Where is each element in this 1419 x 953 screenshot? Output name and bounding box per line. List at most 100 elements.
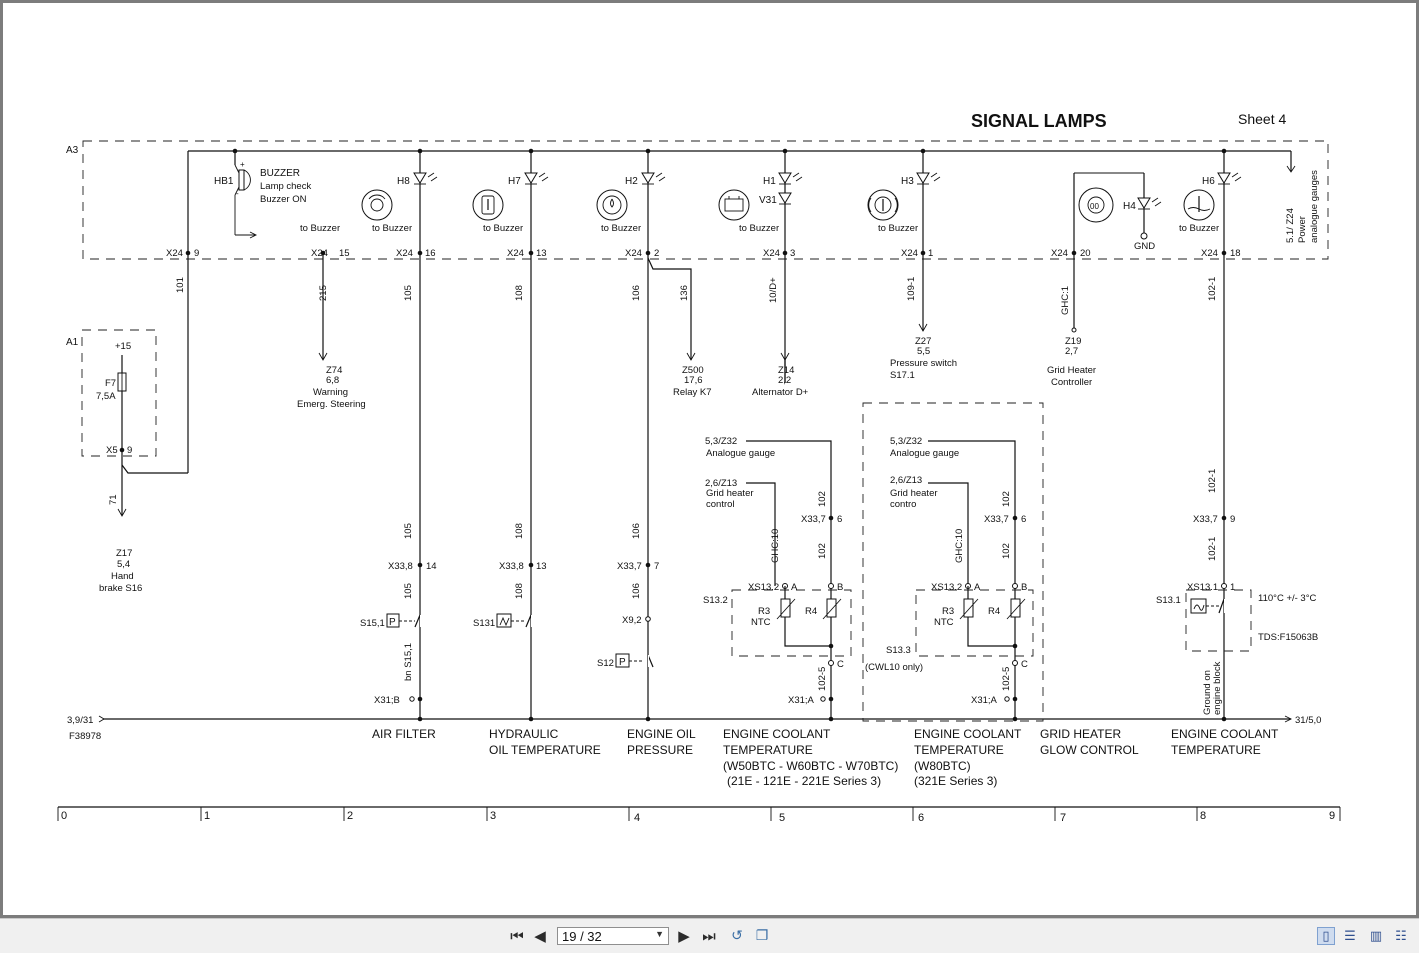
svg-text:S13.2: S13.2 <box>703 595 728 606</box>
svg-text:H3: H3 <box>901 176 914 187</box>
svg-text:108: 108 <box>514 285 525 301</box>
svg-text:Z17: Z17 <box>116 548 132 559</box>
svg-text:XS13.2: XS13.2 <box>931 582 962 593</box>
sheet-label: Sheet 4 <box>1238 111 1286 127</box>
first-page-icon[interactable]: ⏮ <box>510 927 524 945</box>
svg-text:105: 105 <box>403 285 414 301</box>
svg-text:R3: R3 <box>942 606 954 617</box>
switch-s15-1: P <box>386 613 421 628</box>
prev-page-icon[interactable]: ◀ <box>534 927 546 945</box>
svg-text:Z14: Z14 <box>778 365 794 376</box>
svg-text:X31;A: X31;A <box>788 695 815 706</box>
svg-text:2,6/Z13: 2,6/Z13 <box>705 478 737 489</box>
lamp-h6 <box>1217 151 1242 719</box>
document-page: SIGNAL LAMPS Sheet 4 A3 + - HB1 BUZZER L… <box>3 3 1416 915</box>
svg-text:106: 106 <box>631 285 642 301</box>
lamp-h2 <box>641 151 666 719</box>
page-number-select[interactable]: 19 / 32 ▼ <box>557 927 669 945</box>
continuous-view-icon[interactable]: ☰ <box>1344 928 1356 944</box>
svg-text:Ground on: Ground on <box>1202 670 1213 715</box>
svg-text:14: 14 <box>426 561 437 572</box>
svg-text:(W50BTC - W60BTC - W70BTC): (W50BTC - W60BTC - W70BTC) <box>723 759 898 773</box>
svg-text:NTC: NTC <box>751 617 771 628</box>
svg-text:(W80BTC): (W80BTC) <box>914 759 971 773</box>
svg-text:109-1: 109-1 <box>906 277 917 301</box>
svg-text:contro: contro <box>890 499 916 510</box>
svg-text:ENGINE COOLANT: ENGINE COOLANT <box>1171 727 1279 741</box>
svg-text:analogue gauges: analogue gauges <box>1309 170 1320 243</box>
column-ruler: 0 1 2 3 4 5 6 7 8 9 <box>57 806 1341 824</box>
svg-text:Z27: Z27 <box>915 336 931 347</box>
svg-text:7: 7 <box>1060 812 1066 824</box>
svg-text:bn S15,1: bn S15,1 <box>403 643 414 681</box>
svg-text:Alternator D+: Alternator D+ <box>752 387 809 398</box>
svg-text:PRESSURE: PRESSURE <box>627 743 693 757</box>
svg-text:XS13.1: XS13.1 <box>1187 582 1218 593</box>
svg-text:to Buzzer: to Buzzer <box>300 223 340 234</box>
svg-text:5,3/Z32: 5,3/Z32 <box>890 436 922 447</box>
svg-text:7,5A: 7,5A <box>96 391 116 402</box>
svg-text:71: 71 <box>108 494 119 505</box>
svg-text:Grid Heater: Grid Heater <box>1047 365 1096 376</box>
rotate-page-icon[interactable]: ↺ <box>731 928 743 944</box>
svg-text:X33,8: X33,8 <box>499 561 524 572</box>
svg-text:AIR FILTER: AIR FILTER <box>372 727 436 741</box>
svg-text:TDS:F15063B: TDS:F15063B <box>1258 632 1318 643</box>
two-page-continuous-view-icon[interactable]: ☷ <box>1395 928 1407 944</box>
svg-text:Relay K7: Relay K7 <box>673 387 712 398</box>
lamp-h4 <box>1073 172 1162 328</box>
diagram-title: SIGNAL LAMPS <box>971 111 1107 131</box>
svg-text:102-5: 102-5 <box>1001 667 1012 691</box>
svg-text:X33,7: X33,7 <box>984 514 1009 525</box>
svg-text:15: 15 <box>339 248 350 259</box>
svg-text:OIL TEMPERATURE: OIL TEMPERATURE <box>489 743 601 757</box>
copy-page-icon[interactable]: ❐ <box>755 928 769 944</box>
svg-text:X33,7: X33,7 <box>1193 514 1218 525</box>
svg-text:18: 18 <box>1230 248 1241 259</box>
coolant-switch-s13-1 <box>1185 589 1252 652</box>
svg-text:X24: X24 <box>1201 248 1218 259</box>
svg-text:R3: R3 <box>758 606 770 617</box>
svg-text:P: P <box>619 657 626 668</box>
svg-text:X24: X24 <box>763 248 780 259</box>
svg-text:2: 2 <box>347 810 353 822</box>
svg-text:31/5,0: 31/5,0 <box>1295 715 1321 726</box>
svg-text:6: 6 <box>837 514 842 525</box>
svg-text:ENGINE COOLANT: ENGINE COOLANT <box>723 727 831 741</box>
svg-text:6: 6 <box>918 812 924 824</box>
svg-text:H8: H8 <box>397 176 410 187</box>
svg-text:Z19: Z19 <box>1065 336 1081 347</box>
svg-text:V31: V31 <box>759 195 777 206</box>
viewer-toolbar: ⏮ ◀ 19 / 32 ▼ ▶ ⏭ ↺ ❐ ▯ ☰ ▥ ☷ <box>0 918 1419 953</box>
svg-text:X24: X24 <box>166 248 183 259</box>
svg-text:13: 13 <box>536 561 547 572</box>
single-page-view-icon[interactable]: ▯ <box>1317 927 1335 945</box>
svg-text:6,8: 6,8 <box>326 375 339 386</box>
svg-text:S131: S131 <box>473 618 495 629</box>
two-page-view-icon[interactable]: ▥ <box>1369 928 1383 944</box>
svg-text:2,2: 2,2 <box>778 375 791 386</box>
battery-icon <box>718 189 750 221</box>
svg-text:A1: A1 <box>66 337 79 348</box>
svg-text:(21E - 121E - 221E Series 3): (21E - 121E - 221E Series 3) <box>727 774 881 788</box>
svg-text:Analogue gauge: Analogue gauge <box>706 448 775 459</box>
svg-text:H7: H7 <box>508 176 521 187</box>
svg-text:6: 6 <box>1021 514 1026 525</box>
svg-text:S13.1: S13.1 <box>1156 595 1181 606</box>
svg-text:2,7: 2,7 <box>1065 346 1078 357</box>
svg-text:101: 101 <box>175 277 186 293</box>
svg-text:to Buzzer: to Buzzer <box>483 223 523 234</box>
svg-text:108: 108 <box>514 523 525 539</box>
last-page-icon[interactable]: ⏭ <box>702 927 716 945</box>
svg-text:Warning: Warning <box>313 387 348 398</box>
coolant-sensor-s13-3 <box>915 440 1034 719</box>
svg-text:9: 9 <box>127 445 132 456</box>
svg-text:to Buzzer: to Buzzer <box>601 223 641 234</box>
svg-text:brake S16: brake S16 <box>99 583 142 594</box>
svg-text:H1: H1 <box>763 176 776 187</box>
svg-text:ENGINE COOLANT: ENGINE COOLANT <box>914 727 1022 741</box>
next-page-icon[interactable]: ▶ <box>678 927 690 945</box>
svg-text:R4: R4 <box>988 606 1000 617</box>
svg-text:TEMPERATURE: TEMPERATURE <box>1171 743 1261 757</box>
svg-text:X24: X24 <box>901 248 918 259</box>
